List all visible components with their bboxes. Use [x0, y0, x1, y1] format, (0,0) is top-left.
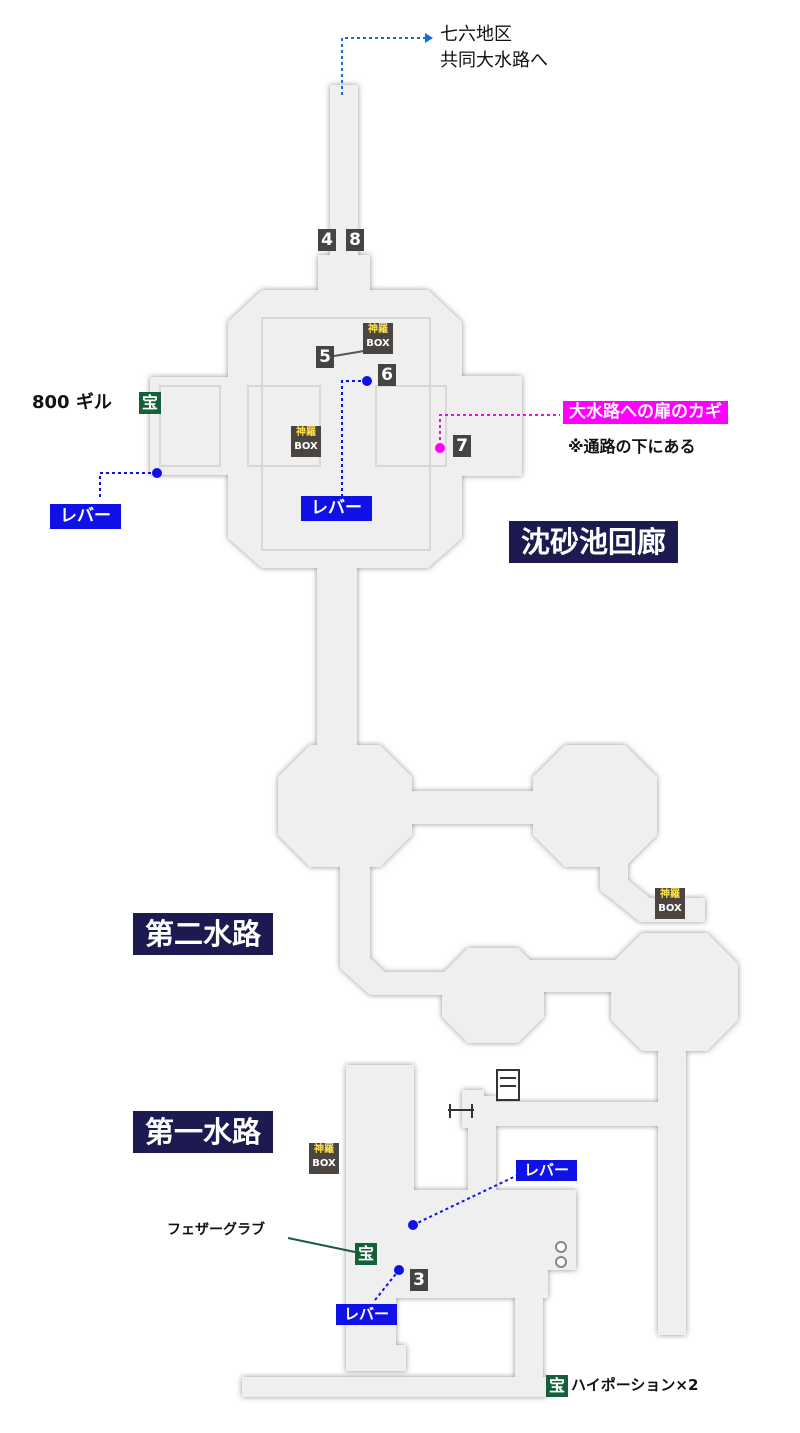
lever-label-center: レバー [301, 496, 372, 521]
area-label-lower: 第一水路 [133, 1111, 274, 1153]
exit-destination-line2: 共同大水路へ [440, 50, 548, 71]
treasure-icon-feather: 宝 [355, 1243, 377, 1265]
key-point [435, 443, 445, 453]
shinra-box-text: 神羅 [368, 324, 388, 335]
exit-destination-line1: 七六地区 [440, 24, 512, 45]
bench-icon [448, 1104, 474, 1118]
lever-left-line [99, 472, 157, 497]
marker-6: 6 [378, 364, 396, 386]
lever-lower-right-point [408, 1220, 418, 1230]
feather-line [287, 1237, 356, 1253]
vending-machine-icon [496, 1069, 520, 1101]
lever-label-lower-left: レバー [336, 1304, 398, 1325]
key-item-label: 大水路への扉のカギ [563, 401, 728, 424]
key-line [439, 414, 560, 446]
shinra-box-subtext: BOX [294, 441, 318, 452]
shinra-box-subtext: BOX [312, 1158, 336, 1169]
treasure-feather-label: フェザーグラブ [167, 1222, 265, 1238]
points [152, 376, 445, 1275]
map-floor [150, 85, 738, 1397]
lever-center-line [341, 380, 367, 497]
shinra-box-north: 神羅 BOX [363, 323, 393, 354]
exit-arrow-head [425, 33, 433, 43]
shinra-box-text: 神羅 [660, 889, 680, 900]
shinra-box-text: 神羅 [296, 427, 316, 438]
lever-lower-left-point [394, 1265, 404, 1275]
lever-label-left: レバー [50, 504, 121, 529]
shinra-box-east: 神羅 BOX [655, 888, 685, 919]
treasure-icon-potion: 宝 [546, 1375, 568, 1397]
lever-label-lower-right: レバー [516, 1160, 578, 1181]
shinra-box-text: 神羅 [314, 1144, 334, 1155]
key-item-note: ※通路の下にある [568, 437, 696, 456]
valve-icons [555, 1241, 567, 1268]
treasure-icon-gil: 宝 [139, 392, 161, 414]
shinra-box-west: 神羅 BOX [291, 426, 321, 457]
lever-lower-right-line [412, 1173, 521, 1226]
lever-left-point [152, 468, 162, 478]
treasure-potion-label: ハイポーション×2 [571, 1376, 699, 1394]
marker-8: 8 [346, 229, 364, 251]
marker-3: 3 [410, 1269, 428, 1291]
area-label-middle: 第二水路 [133, 913, 274, 955]
exit-arrow-line [341, 37, 425, 95]
treasure-gil-label: 800 ギル [32, 392, 112, 413]
lever-center-point [362, 376, 372, 386]
area-label-upper: 沈砂池回廊 [509, 521, 679, 563]
shinra-box-lower: 神羅 BOX [309, 1143, 339, 1174]
shinra-box-subtext: BOX [366, 338, 390, 349]
marker-4: 4 [318, 229, 336, 251]
marker-5: 5 [316, 346, 334, 368]
leader-lines [99, 33, 560, 1301]
shinra-box-subtext: BOX [658, 903, 682, 914]
marker-7: 7 [453, 435, 471, 457]
lever-lower-left-line [374, 1269, 400, 1301]
